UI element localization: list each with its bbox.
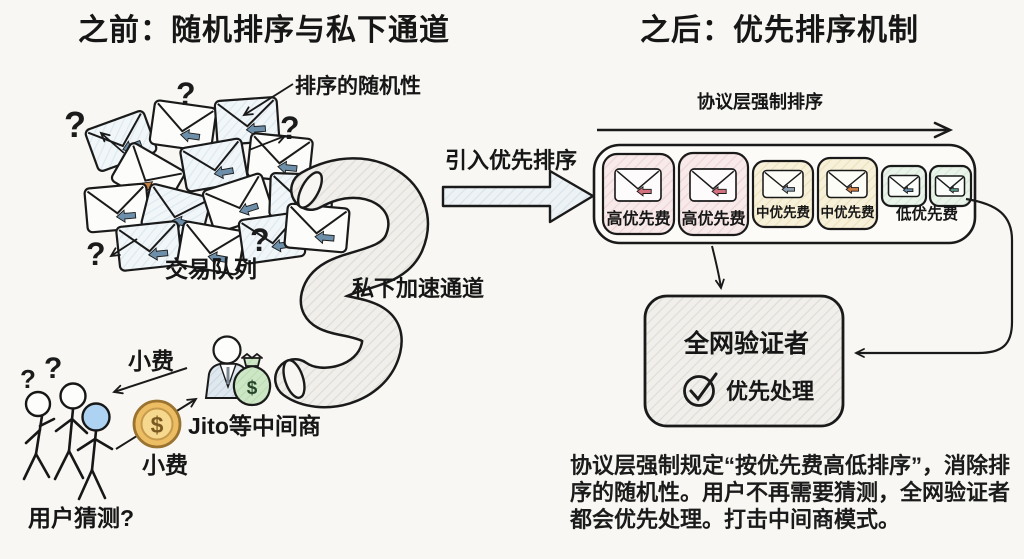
envelope-icon (148, 99, 218, 153)
envelope-icon (689, 168, 737, 202)
transition-arrow-label: 引入优先排序 (445, 148, 578, 173)
question-mark: ? (250, 222, 270, 258)
coin-dollar-symbol: $ (151, 412, 164, 438)
question-mark: ? (86, 236, 106, 272)
bag-dollar-symbol: $ (247, 378, 258, 399)
question-mark: ? (176, 76, 196, 112)
envelope-icon (826, 169, 868, 199)
card-label-high-1: 高优先费 (606, 211, 671, 228)
right-title: 之后：优先排序机制 (640, 14, 919, 47)
card-label-high-2: 高优先费 (681, 211, 746, 228)
validator-status: 优先处理 (726, 379, 815, 404)
note-line-1: 协议层强制规定“按优先费高低排序”，消除排 (570, 453, 1011, 478)
left-title: 之前：随机排序与私下通道 (78, 14, 450, 47)
queue-to-validator-arrow (711, 245, 725, 290)
private-channel-tube (274, 157, 430, 409)
tip-coin-icon: $ (132, 399, 182, 449)
note-line-3: 都会优先处理。打击中间商模式。 (570, 507, 901, 532)
randomness-note-arrow (242, 83, 294, 117)
queue-label: 交易队列 (165, 256, 257, 282)
protocol-order-label: 协议层强制排序 (697, 92, 823, 112)
card-label-low: 低优先费 (895, 206, 958, 223)
envelope-icon (213, 96, 281, 146)
card-label-mid-1: 中优先费 (756, 205, 810, 220)
middleman-label: Jito等中间商 (188, 413, 321, 439)
container-to-validator-connector (853, 197, 1014, 358)
user-stick-figure-highlighted (76, 402, 114, 501)
check-icon (683, 372, 718, 407)
user-stick-figure (22, 390, 56, 481)
note-line-2: 序的随机性。用户不再需要猜测，全网验证者 (570, 480, 1011, 505)
transition-arrow-icon (441, 169, 595, 224)
money-bag-icon: $ (232, 352, 272, 407)
users-label: 用户猜测? (28, 505, 135, 531)
randomness-arrows (99, 131, 287, 258)
tube-opening-bottom (282, 359, 306, 399)
tube-label: 私下加速通道 (352, 276, 485, 301)
tip-label-top: 小费 (128, 348, 174, 374)
question-mark: ? (280, 110, 300, 146)
user-stick-figure (53, 382, 89, 481)
envelope-icon (934, 175, 966, 197)
transaction-queue-pile (83, 96, 351, 276)
question-mark: ? (44, 352, 63, 385)
envelope-icon (179, 137, 249, 193)
question-mark: ? (64, 104, 86, 145)
question-mark: ? (20, 364, 36, 394)
tip-arrow-to-users (112, 367, 188, 395)
user-stick-figures (22, 382, 114, 501)
validator-title: 全网验证者 (684, 330, 810, 358)
tube-opening-top (296, 171, 324, 209)
envelope-icon (283, 202, 351, 254)
fee-cards (601, 151, 973, 237)
explanation-note: 协议层强制规定“按优先费高低排序”，消除排 序的随机性。用户不再需要猜测，全网验… (570, 452, 1010, 533)
envelope-icon (762, 169, 804, 199)
envelope-icon (614, 168, 662, 202)
tip-label-bottom: 小费 (142, 452, 188, 478)
envelope-icon (176, 220, 246, 276)
validator-box (643, 294, 845, 428)
randomness-note-label: 排序的随机性 (295, 75, 421, 98)
envelope-icon (887, 174, 921, 198)
card-label-mid-2: 中优先费 (820, 205, 875, 220)
